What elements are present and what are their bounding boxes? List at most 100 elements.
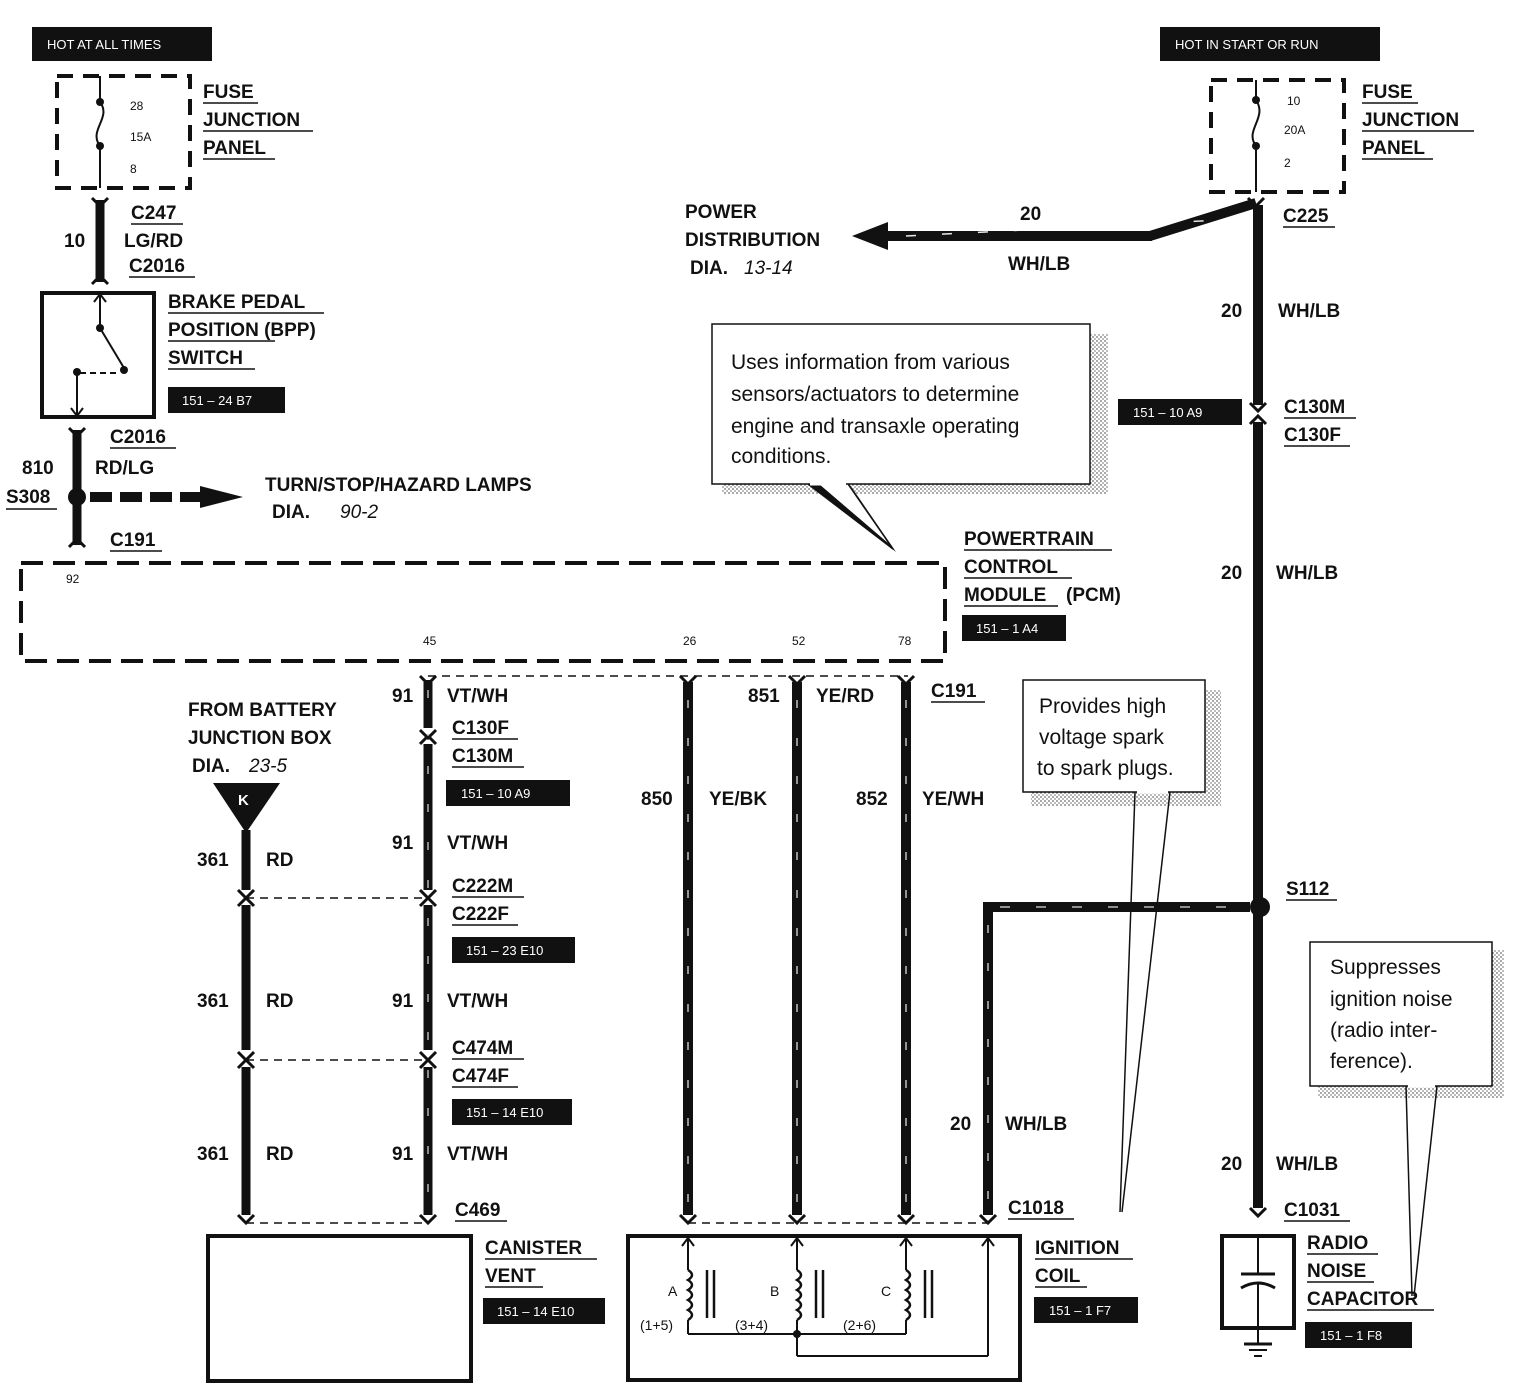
power-dist-color: WH/LB bbox=[1008, 254, 1070, 275]
connector-c222f: C222F bbox=[452, 904, 509, 925]
bpp-ref: 151 – 24 B7 bbox=[182, 393, 252, 408]
fuse-right-title-2: JUNCTION bbox=[1362, 110, 1459, 131]
battery-symbol-letter: K bbox=[238, 792, 249, 809]
bpp-switch-box bbox=[40, 291, 156, 419]
wire-91-b: 91 bbox=[392, 833, 414, 854]
vent-title-2: VENT bbox=[485, 1266, 536, 1287]
callout-pcm-line1: Uses information from various bbox=[731, 351, 1010, 374]
coil-a-label: A bbox=[668, 1283, 678, 1299]
wire-851: 851 bbox=[748, 686, 780, 707]
coil-a-pair: (1+5) bbox=[640, 1317, 673, 1333]
connector-c191-left: C191 bbox=[110, 530, 156, 551]
right-circuit-a: 20 bbox=[1221, 301, 1242, 322]
coil-c-icon bbox=[903, 1268, 912, 1322]
wire-91-c: 91 bbox=[392, 991, 414, 1012]
banner-hot-in-start-or-run: HOT IN START OR RUN bbox=[1160, 27, 1380, 61]
ref-c130-left: 151 – 10 A9 bbox=[461, 786, 530, 801]
coil-b-label: B bbox=[770, 1283, 779, 1299]
connector-c247: C247 bbox=[131, 203, 176, 224]
wire-852: 852 bbox=[856, 789, 888, 810]
connector-c1018: C1018 bbox=[1008, 1198, 1064, 1219]
battery-line1: FROM BATTERY bbox=[188, 700, 337, 721]
power-dist-dia-number: 13-14 bbox=[744, 258, 793, 279]
splice-s308 bbox=[68, 488, 86, 506]
right-circuit-b: 20 bbox=[1221, 563, 1242, 584]
wire-whlb-coil: WH/LB bbox=[1005, 1114, 1067, 1135]
power-dist-dia: DIA. bbox=[690, 258, 728, 279]
callout-cap-line1: Suppresses bbox=[1330, 956, 1441, 979]
connector-c474f: C474F bbox=[452, 1066, 509, 1087]
battery-symbol-k bbox=[213, 783, 280, 833]
connector-c130m-right: C130M bbox=[1284, 397, 1345, 418]
fuse-left-title-2: JUNCTION bbox=[203, 110, 300, 131]
coil-a-icon bbox=[685, 1268, 694, 1322]
battery-dia: DIA. bbox=[192, 756, 230, 777]
wire-vtwh-d: VT/WH bbox=[447, 1144, 508, 1165]
power-dist-line2: DISTRIBUTION bbox=[685, 230, 820, 251]
pcm-ref: 151 – 1 A4 bbox=[976, 621, 1038, 636]
callout-pcm-line2: sensors/actuators to determine bbox=[731, 383, 1019, 406]
fuse-junction-panel-left: 28 15A 8 FUSE JUNCTION PANEL bbox=[55, 74, 313, 190]
battery-dia-number: 23-5 bbox=[248, 756, 287, 777]
capacitor-title-1: RADIO bbox=[1307, 1233, 1368, 1254]
brake-circuit: 10 C247 LG/RD C2016 BRAKE PEDAL POSITION… bbox=[6, 196, 532, 552]
turn-stop-hazard-label: TURN/STOP/HAZARD LAMPS bbox=[265, 475, 532, 496]
coil-c-label: C bbox=[881, 1283, 891, 1299]
connector-c1031: C1031 bbox=[1284, 1200, 1340, 1221]
wire-yerd: YE/RD bbox=[816, 686, 874, 707]
pcm-pin-52: 52 bbox=[792, 634, 806, 648]
coil-title-2: COIL bbox=[1035, 1266, 1081, 1287]
capacitor-ref: 151 – 1 F8 bbox=[1320, 1328, 1382, 1343]
capacitor-title-3: CAPACITOR bbox=[1307, 1289, 1418, 1310]
wire-91-a: 91 bbox=[392, 686, 414, 707]
pcm-pin-45: 45 bbox=[423, 634, 437, 648]
pcm-pin-92: 92 bbox=[66, 572, 80, 586]
callout-coil: Provides high voltage spark to spark plu… bbox=[1022, 679, 1221, 1213]
powertrain-control-module: 92 45 26 52 78 POWERTRAIN CONTROL MODULE… bbox=[19, 529, 1121, 663]
power-dist-circuit: 20 bbox=[1020, 204, 1041, 225]
circuit-10: 10 bbox=[64, 231, 85, 252]
pcm-title-3b: (PCM) bbox=[1066, 585, 1121, 606]
bpp-title-3: SWITCH bbox=[168, 348, 243, 369]
wire-vtwh-a: VT/WH bbox=[447, 686, 508, 707]
right-color-a: WH/LB bbox=[1278, 301, 1340, 322]
fuse-left-bottom-pin: 8 bbox=[130, 162, 137, 176]
fuse-left-rating: 15A bbox=[130, 130, 151, 144]
connector-c2016-top: C2016 bbox=[129, 256, 185, 277]
pcm-title-1: POWERTRAIN bbox=[964, 529, 1094, 550]
power-distribution-branch: POWER DISTRIBUTION DIA. 13-14 20 WH/LB C… bbox=[685, 196, 1335, 279]
circuit-810: 810 bbox=[22, 458, 54, 479]
vent-ref: 151 – 14 E10 bbox=[497, 1304, 574, 1319]
callout-pcm: Uses information from various sensors/ac… bbox=[711, 323, 1108, 552]
wire-rd-a: RD bbox=[266, 850, 293, 871]
banner-hot-at-all-times: HOT AT ALL TIMES bbox=[32, 27, 212, 61]
coil-b-pair: (3+4) bbox=[735, 1317, 768, 1333]
wire-vtwh-b: VT/WH bbox=[447, 833, 508, 854]
connector-c130f-right: C130F bbox=[1284, 425, 1341, 446]
wire-20-coil: 20 bbox=[950, 1114, 971, 1135]
callout-coil-line3: to spark plugs. bbox=[1037, 757, 1174, 780]
fuse-right-bottom-pin: 2 bbox=[1284, 156, 1291, 170]
turn-dia-number: 90-2 bbox=[340, 502, 378, 523]
wire-color-rdlg: RD/LG bbox=[95, 458, 154, 479]
vent-title-1: CANISTER bbox=[485, 1238, 582, 1259]
coil-c-pair: (2+6) bbox=[843, 1317, 876, 1333]
pcm-title-2: CONTROL bbox=[964, 557, 1058, 578]
coil-ref: 151 – 1 F7 bbox=[1049, 1303, 1111, 1318]
right-color-c: WH/LB bbox=[1276, 1154, 1338, 1175]
wire-361-b: 361 bbox=[197, 991, 229, 1012]
ref-c222: 151 – 23 E10 bbox=[466, 943, 543, 958]
callout-cap-line4: ference). bbox=[1330, 1050, 1413, 1073]
bpp-title-1: BRAKE PEDAL bbox=[168, 292, 306, 313]
wire-91-d: 91 bbox=[392, 1144, 414, 1165]
fuse-right-title-1: FUSE bbox=[1362, 82, 1413, 103]
fuse-left-title-3: PANEL bbox=[203, 138, 266, 159]
connector-c474m: C474M bbox=[452, 1038, 513, 1059]
banner-right-text: HOT IN START OR RUN bbox=[1175, 37, 1319, 52]
canister-vent-circuit: FROM BATTERY JUNCTION BOX DIA. 23-5 K 36… bbox=[188, 674, 605, 1383]
ref-c474: 151 – 14 E10 bbox=[466, 1105, 543, 1120]
right-circuit-c: 20 bbox=[1221, 1154, 1242, 1175]
callout-cap-line3: (radio inter- bbox=[1330, 1019, 1437, 1042]
callout-pcm-line4: conditions. bbox=[731, 445, 831, 468]
